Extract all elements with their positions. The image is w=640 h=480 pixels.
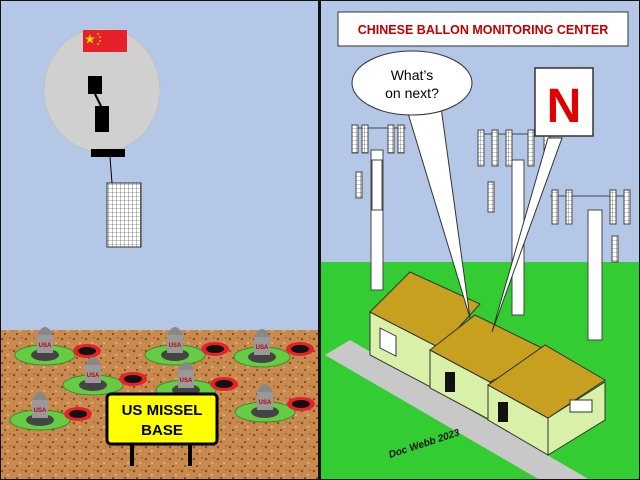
building [369, 271, 481, 393]
silo: USA [234, 384, 315, 423]
silo: USA [14, 327, 101, 366]
road [325, 340, 590, 480]
silo-label: USA [180, 378, 193, 384]
silo-label: USA [39, 343, 52, 349]
silo-label: USA [169, 343, 182, 349]
network-logo-text: N [547, 80, 582, 133]
base-sign-line1: US MISSEL [122, 402, 203, 419]
title-box [337, 11, 629, 47]
cell-tower [550, 189, 631, 341]
silo: USA [62, 357, 147, 396]
balloon-block-middle [95, 106, 109, 132]
speech-line2: on next? [385, 85, 439, 101]
silo: USA [233, 329, 314, 368]
balloon-bar [91, 149, 125, 157]
silo: USA [144, 327, 229, 366]
speech-line1: What’s [391, 67, 434, 83]
balloon-block-top [88, 76, 102, 94]
base-sign-line2: BASE [141, 422, 183, 439]
silo-label: USA [87, 373, 100, 379]
silo-label: USA [259, 400, 272, 406]
monitoring-center-title: CHINESE BALLON MONITORING CENTER [358, 23, 608, 37]
right-panel: CHINESE BALLON MONITORING CENTER [321, 0, 640, 480]
china-flag-icon [83, 30, 127, 52]
speech-bubble: What’s on next? [351, 50, 473, 319]
spy-balloon [43, 27, 161, 248]
flag-stars-icon [85, 33, 101, 45]
silo-label: USA [34, 408, 47, 414]
silo-label: USA [256, 345, 269, 351]
panel-divider [318, 0, 321, 480]
cell-tower [351, 124, 406, 291]
missile-base-sign: US MISSEL BASE [105, 392, 219, 466]
sky [0, 0, 318, 330]
silo: USA [9, 392, 92, 431]
solar-panel-payload [106, 182, 142, 248]
left-panel: USA USA USA [0, 0, 318, 480]
building [487, 344, 606, 456]
network-logo: N [491, 67, 594, 333]
